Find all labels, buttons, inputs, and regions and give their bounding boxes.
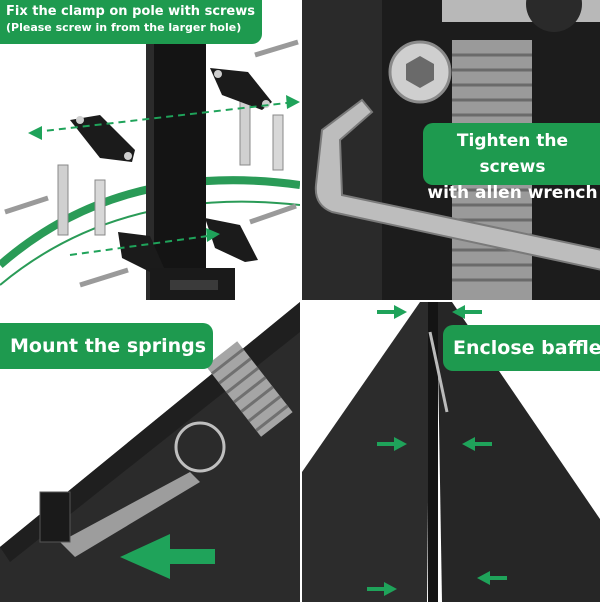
step-4-label: Enclose baffle xyxy=(443,325,600,371)
step-3-title: Mount the springs xyxy=(10,335,207,357)
step-1-label: Fix the clamp on pole with screws (Pleas… xyxy=(0,0,262,44)
step-2-panel: Tighten the screws with allen wrench xyxy=(302,0,600,300)
step-3-panel: Mount the springs xyxy=(0,302,300,602)
step-1-subtitle: (Please screw in from the larger hole) xyxy=(6,21,242,34)
step-3-label: Mount the springs xyxy=(0,323,213,369)
step-2-title-line2: with allen wrench xyxy=(427,183,598,203)
horizontal-divider xyxy=(0,300,600,302)
step-1-panel: Fix the clamp on pole with screws (Pleas… xyxy=(0,0,300,300)
step-4-panel: Enclose baffle xyxy=(302,302,600,602)
step-1-title: Fix the clamp on pole with screws xyxy=(6,4,255,19)
clamp-assembly-illustration xyxy=(0,39,300,300)
step-2-label: Tighten the screws with allen wrench xyxy=(423,123,600,203)
step-4-title: Enclose baffle xyxy=(453,337,600,359)
step-2-title-line1: Tighten the screws xyxy=(456,131,569,177)
